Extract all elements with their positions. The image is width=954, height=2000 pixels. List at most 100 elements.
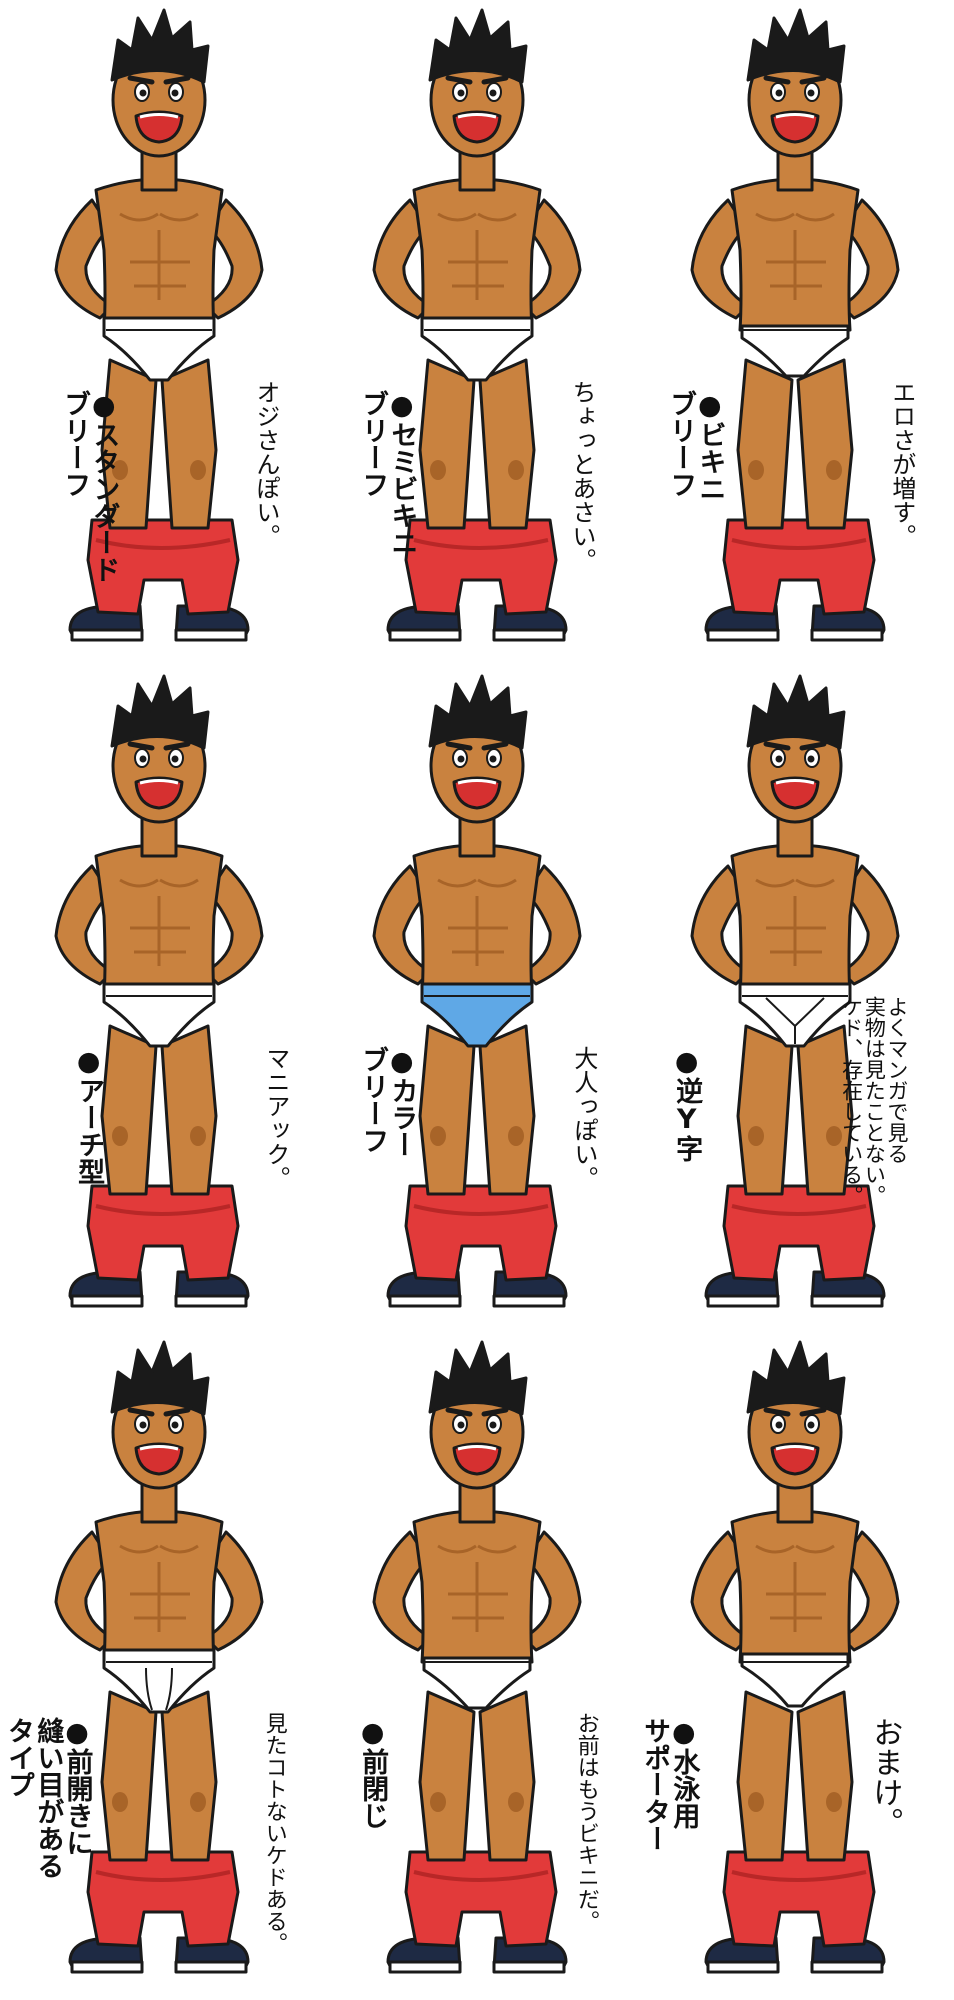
open-mouth <box>134 1442 184 1476</box>
dropped-pants <box>86 1850 240 1948</box>
left-shoe-sole <box>70 628 144 642</box>
left-pupil <box>457 755 465 763</box>
eyebrows <box>127 1407 191 1417</box>
left-shoe-sole <box>70 1960 144 1974</box>
right-shoe-sole <box>174 628 248 642</box>
right-pupil <box>171 1421 179 1429</box>
underwear-type-label: ●セミビキニ ブリーフ <box>357 390 418 556</box>
left-arm <box>372 1530 432 1652</box>
brief <box>420 982 534 1048</box>
muscle-lines <box>755 1544 835 1632</box>
left-knee <box>430 460 446 480</box>
right-leg <box>478 1024 536 1196</box>
open-mouth <box>770 1442 820 1476</box>
left-arm <box>690 1530 750 1652</box>
open-mouth <box>452 1442 502 1476</box>
teeth <box>139 779 179 785</box>
man-in-arch-brief-illustration <box>54 674 264 1308</box>
right-shoe-sole <box>174 1294 248 1308</box>
eyebrows <box>763 1407 827 1417</box>
spiky-hair <box>428 1340 528 1416</box>
right-pupil <box>171 89 179 97</box>
front-seam <box>145 1667 173 1711</box>
man-in-swim-supporter-illustration <box>690 1340 900 1974</box>
left-leg <box>418 358 476 530</box>
left-pupil <box>139 755 147 763</box>
brief <box>422 1656 532 1710</box>
right-knee <box>826 1126 842 1146</box>
right-leg <box>796 358 854 530</box>
left-pupil <box>775 1421 783 1429</box>
left-arm <box>372 198 432 320</box>
right-knee <box>508 1126 524 1146</box>
man-in-color-brief-illustration <box>372 674 582 1308</box>
right-pupil <box>807 89 815 97</box>
dropped-pants <box>722 518 876 616</box>
man-in-semi-bikini-brief-illustration <box>372 8 582 642</box>
comment-text: オジさんぽい。 <box>251 380 280 548</box>
left-leg <box>736 1024 794 1196</box>
man-in-bikini-brief-illustration <box>690 8 900 642</box>
left-shoe-sole <box>388 628 462 642</box>
open-mouth <box>134 776 184 810</box>
brief <box>420 316 534 382</box>
pants-fold <box>413 1204 549 1216</box>
left-shoe-sole <box>706 628 780 642</box>
dropped-pants <box>404 518 558 616</box>
left-shoe-sole <box>70 1294 144 1308</box>
right-leg <box>478 1690 536 1862</box>
pants-fold <box>413 538 549 550</box>
panel-standard-brief: ●スタンダード ブリーフ オジさんぽい。 <box>0 0 318 666</box>
underwear-type-label: ●ビキニ ブリーフ <box>665 390 726 502</box>
brief <box>102 982 216 1048</box>
brief <box>102 1648 216 1714</box>
man-in-inverted-y-brief-illustration <box>690 674 900 1308</box>
right-knee <box>508 460 524 480</box>
teeth <box>775 113 815 119</box>
right-pupil <box>489 755 497 763</box>
left-pupil <box>139 89 147 97</box>
muscle-lines <box>119 212 199 300</box>
panel-inverted-y-brief: ●逆Y字 よくマンガで見る 実物は見たことない。 ケド、存在している。 <box>636 666 954 1332</box>
teeth <box>457 113 497 119</box>
teeth <box>457 779 497 785</box>
left-leg <box>736 358 794 530</box>
left-shoe-sole <box>388 1960 462 1974</box>
comment-text: ちょっとあさい。 <box>567 380 596 572</box>
right-leg <box>478 358 536 530</box>
panel-closed-front-brief: ●前閉じ お前はもうビキニだ。 <box>318 1332 636 1998</box>
left-arm <box>372 864 432 986</box>
spiky-hair <box>746 674 846 750</box>
right-arm <box>522 864 582 986</box>
open-mouth <box>770 110 820 144</box>
open-mouth <box>770 776 820 810</box>
teeth <box>775 779 815 785</box>
right-pupil <box>807 755 815 763</box>
right-arm <box>840 1530 900 1652</box>
pants-fold <box>413 1870 549 1882</box>
brief <box>740 1652 850 1708</box>
left-leg <box>418 1690 476 1862</box>
right-leg <box>160 1024 218 1196</box>
neck <box>458 1480 496 1524</box>
comment-text: おまけ。 <box>867 1717 903 1837</box>
teeth <box>775 1445 815 1451</box>
left-knee <box>112 1792 128 1812</box>
comment-text: お前はもうビキニだ。 <box>573 1712 599 1932</box>
dropped-pants <box>86 1184 240 1282</box>
underwear-type-label: ●前閉じ <box>357 1717 389 1829</box>
right-knee <box>190 1126 206 1146</box>
right-shoe-sole <box>810 1960 884 1974</box>
panel-swim-supporter: ●水泳用 サポーター おまけ。 <box>636 1332 954 1998</box>
right-knee <box>190 460 206 480</box>
teeth <box>139 113 179 119</box>
left-knee <box>112 460 128 480</box>
muscle-lines <box>119 878 199 966</box>
left-knee <box>748 460 764 480</box>
left-leg <box>418 1024 476 1196</box>
right-arm <box>522 198 582 320</box>
pants-fold <box>95 1204 231 1216</box>
left-pupil <box>457 1421 465 1429</box>
dropped-pants <box>404 1850 558 1948</box>
muscle-lines <box>437 1544 517 1632</box>
